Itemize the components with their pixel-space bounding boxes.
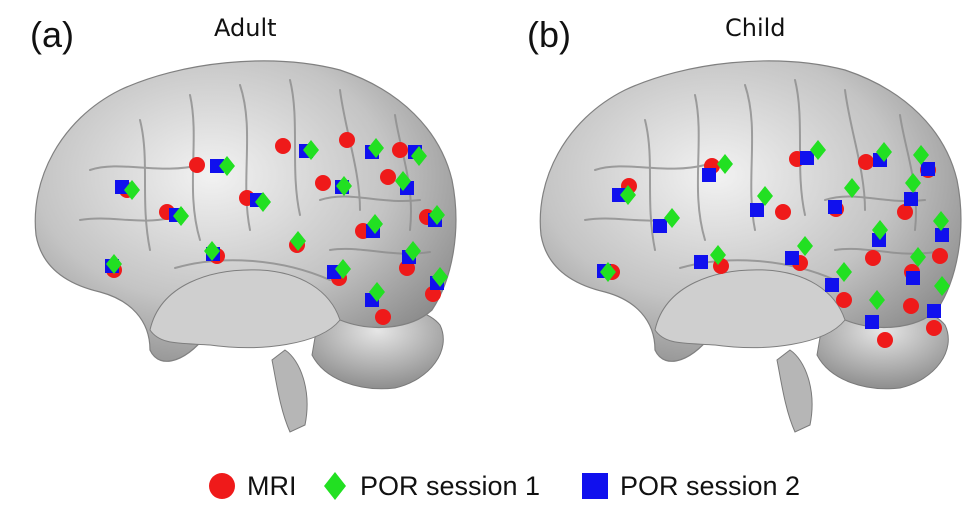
por-session2-marker bbox=[921, 162, 935, 176]
por-session1-marker bbox=[405, 241, 421, 261]
por-session1-marker bbox=[335, 259, 351, 279]
legend-label: MRI bbox=[247, 470, 297, 501]
por-session1-marker bbox=[620, 185, 636, 205]
mri-marker bbox=[392, 142, 408, 158]
panel-title: Adult bbox=[214, 14, 277, 42]
por-session2-marker bbox=[612, 188, 626, 202]
por-session2-marker bbox=[927, 304, 941, 318]
por-session2-marker bbox=[750, 203, 764, 217]
por-session1-marker bbox=[106, 254, 122, 274]
por-session1-marker bbox=[836, 262, 852, 282]
marker-layer bbox=[105, 132, 448, 325]
por-session1-marker bbox=[757, 186, 773, 206]
por-session2-marker bbox=[865, 315, 879, 329]
legend-item-session1: POR session 1 bbox=[318, 466, 540, 506]
legend: MRI POR session 1 POR session 2 bbox=[0, 466, 979, 506]
panel-title: Child bbox=[725, 14, 786, 42]
por-session1-marker bbox=[219, 156, 235, 176]
por-session1-marker bbox=[124, 180, 140, 200]
mri-marker bbox=[932, 248, 948, 264]
legend-item-session2: POR session 2 bbox=[578, 466, 800, 506]
por-session1-marker bbox=[913, 145, 929, 165]
brainstem bbox=[776, 349, 813, 433]
mri-marker bbox=[375, 309, 391, 325]
mri-marker bbox=[275, 138, 291, 154]
por-session1-marker bbox=[255, 192, 271, 212]
mri-marker bbox=[380, 169, 396, 185]
panel-letter: (a) bbox=[30, 14, 74, 55]
por-session1-marker bbox=[710, 245, 726, 265]
mri-marker bbox=[339, 132, 355, 148]
por-session1-marker bbox=[876, 142, 892, 162]
por-session1-marker bbox=[395, 171, 411, 191]
brain-illustration bbox=[34, 60, 457, 433]
por-session1-marker bbox=[600, 262, 616, 282]
por-session1-marker bbox=[910, 247, 926, 267]
por-session2-marker bbox=[906, 271, 920, 285]
por-session1-marker bbox=[411, 146, 427, 166]
green-diamond-icon bbox=[324, 472, 346, 500]
por-session1-marker bbox=[290, 231, 306, 251]
blue-square-icon bbox=[582, 473, 608, 499]
temporal-lobe bbox=[149, 269, 341, 349]
por-session1-marker bbox=[717, 154, 733, 174]
por-session2-marker bbox=[785, 251, 799, 265]
panel-adult: (a) Adult bbox=[0, 0, 470, 450]
por-session1-marker bbox=[869, 290, 885, 310]
por-session1-marker bbox=[432, 267, 448, 287]
mri-marker bbox=[903, 298, 919, 314]
por-session1-marker bbox=[429, 205, 445, 225]
temporal-lobe bbox=[654, 269, 846, 349]
por-session1-marker bbox=[368, 138, 384, 158]
por-session1-marker bbox=[336, 176, 352, 196]
mri-marker bbox=[189, 157, 205, 173]
por-session1-marker bbox=[905, 173, 921, 193]
mri-marker bbox=[775, 204, 791, 220]
por-session2-marker bbox=[935, 228, 949, 242]
panel-child: (b) Child bbox=[505, 0, 975, 450]
mri-marker bbox=[897, 204, 913, 220]
por-session1-marker bbox=[934, 276, 950, 296]
por-session1-marker bbox=[367, 214, 383, 234]
por-session1-marker bbox=[810, 140, 826, 160]
por-session1-marker bbox=[797, 236, 813, 256]
por-session2-marker bbox=[702, 168, 716, 182]
legend-item-mri: MRI bbox=[205, 466, 297, 506]
legend-label: POR session 1 bbox=[360, 470, 541, 501]
por-session1-marker bbox=[369, 282, 385, 302]
legend-label: POR session 2 bbox=[620, 470, 801, 501]
mri-marker bbox=[836, 292, 852, 308]
por-session2-marker bbox=[904, 192, 918, 206]
mri-marker bbox=[865, 250, 881, 266]
mri-marker bbox=[926, 320, 942, 336]
por-session2-marker bbox=[825, 278, 839, 292]
por-session1-marker bbox=[204, 241, 220, 261]
por-session1-marker bbox=[844, 178, 860, 198]
por-session1-marker bbox=[933, 211, 949, 231]
marker-layer bbox=[597, 140, 950, 348]
red-circle-icon bbox=[209, 473, 235, 499]
brain-illustration bbox=[539, 60, 962, 433]
por-session1-marker bbox=[303, 140, 319, 160]
panel-letter: (b) bbox=[527, 14, 571, 55]
por-session2-marker bbox=[694, 255, 708, 269]
por-session1-marker bbox=[664, 208, 680, 228]
por-session2-marker bbox=[828, 200, 842, 214]
mri-marker bbox=[858, 154, 874, 170]
por-session2-marker bbox=[210, 159, 224, 173]
brainstem bbox=[271, 349, 308, 433]
por-session2-marker bbox=[800, 151, 814, 165]
mri-marker bbox=[315, 175, 331, 191]
mri-marker bbox=[877, 332, 893, 348]
por-session1-marker bbox=[173, 206, 189, 226]
por-session1-marker bbox=[872, 220, 888, 240]
por-session2-marker bbox=[653, 219, 667, 233]
